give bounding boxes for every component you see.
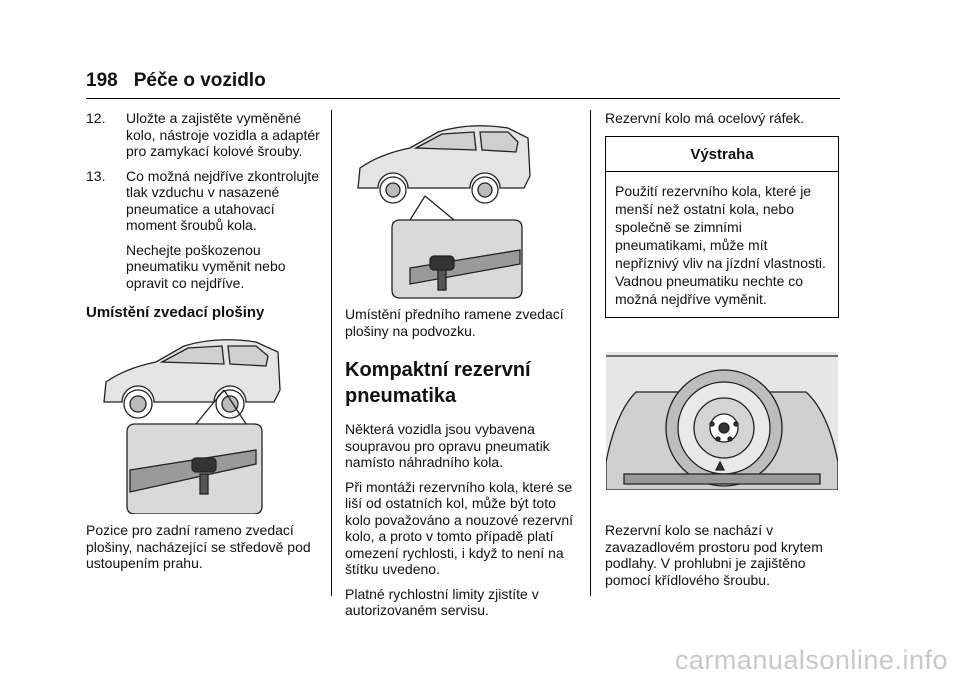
steel-rim-note: Rezervní kolo má ocelový ráfek. — [605, 110, 805, 126]
list-item-13: 13. Co možná nejdříve zkontrolujte tlak … — [86, 167, 319, 234]
list-item-13-note: Nechejte poškozenou pneumatiku vyměnit n… — [126, 241, 286, 291]
paragraph-3: Platné rychlostní limity zjistíte v auto… — [345, 585, 539, 619]
warning-box: Výstraha Použití rezervního kola, které … — [605, 136, 839, 318]
section-heading-compact-spare: Kompaktní rezervní pneumatika — [345, 359, 531, 407]
column-divider-2 — [590, 110, 591, 596]
section-title: Péče o vozidlo — [133, 70, 266, 91]
warning-title: Výstraha — [606, 137, 838, 172]
column-1: 12. Uložte a zajistěte vyměněné kolo, ná… — [86, 110, 322, 322]
front-lift-point-figure — [357, 125, 531, 299]
figure-3-caption: Rezervní kolo se nachází v zavazadlovém … — [605, 522, 823, 588]
figure-2-caption: Umístění předního ramene zvedací plošiny… — [345, 306, 564, 339]
warning-text: Použití rezervního kola, které je menší … — [615, 183, 826, 307]
page-number: 198 — [86, 70, 118, 91]
watermark: carmanualsonline.info — [674, 645, 948, 675]
column-2: Umístění předního ramene zvedací plošiny… — [345, 306, 581, 619]
paragraph-1: Některá vozidla jsou vybavena soupravou … — [345, 421, 550, 470]
rear-lift-point-figure — [103, 339, 281, 514]
figure-1-caption: Pozice pro zadní rameno zvedací plošiny,… — [86, 522, 311, 571]
column-divider-1 — [331, 110, 332, 596]
paragraph-2: Při montáži rezervního kola, které se li… — [345, 478, 574, 578]
spare-wheel-figure — [606, 352, 838, 490]
header-rule — [86, 98, 840, 99]
page-header: 198 Péče o vozidlo — [86, 70, 266, 92]
section-heading-lift-points: Umístění zvedací plošiny — [86, 304, 265, 321]
list-item-12: 12. Uložte a zajistěte vyměněné kolo, ná… — [86, 110, 320, 159]
